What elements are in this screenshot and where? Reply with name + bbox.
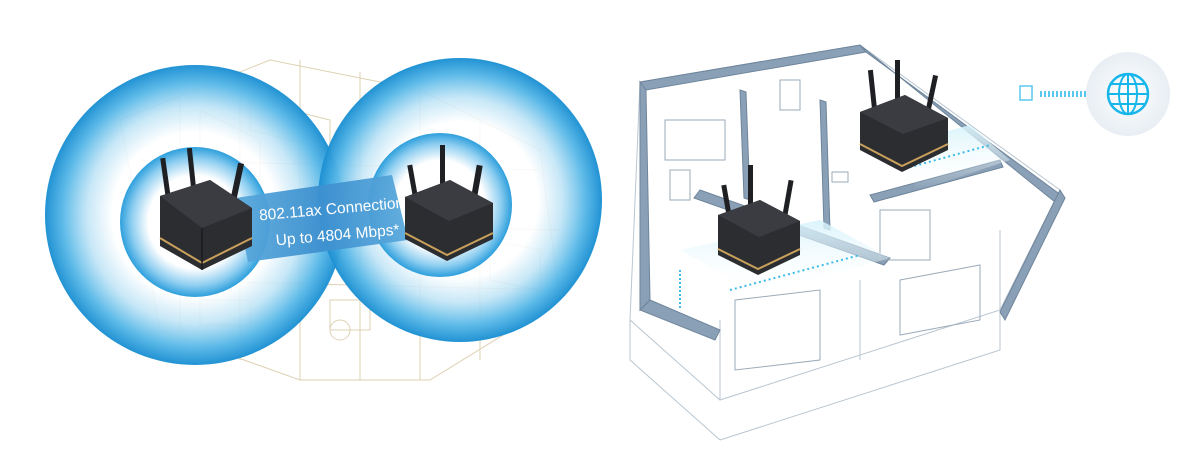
router-right-bedroom — [859, 60, 949, 172]
connection-banner: 802.11ax Connection Up to 4804 Mbps* — [235, 175, 408, 262]
router-right-living — [717, 165, 801, 275]
globe-icon — [1086, 52, 1170, 136]
router-left-1 — [159, 147, 253, 270]
router-left-2 — [404, 145, 494, 261]
apartment-cutaway — [629, 44, 1066, 441]
